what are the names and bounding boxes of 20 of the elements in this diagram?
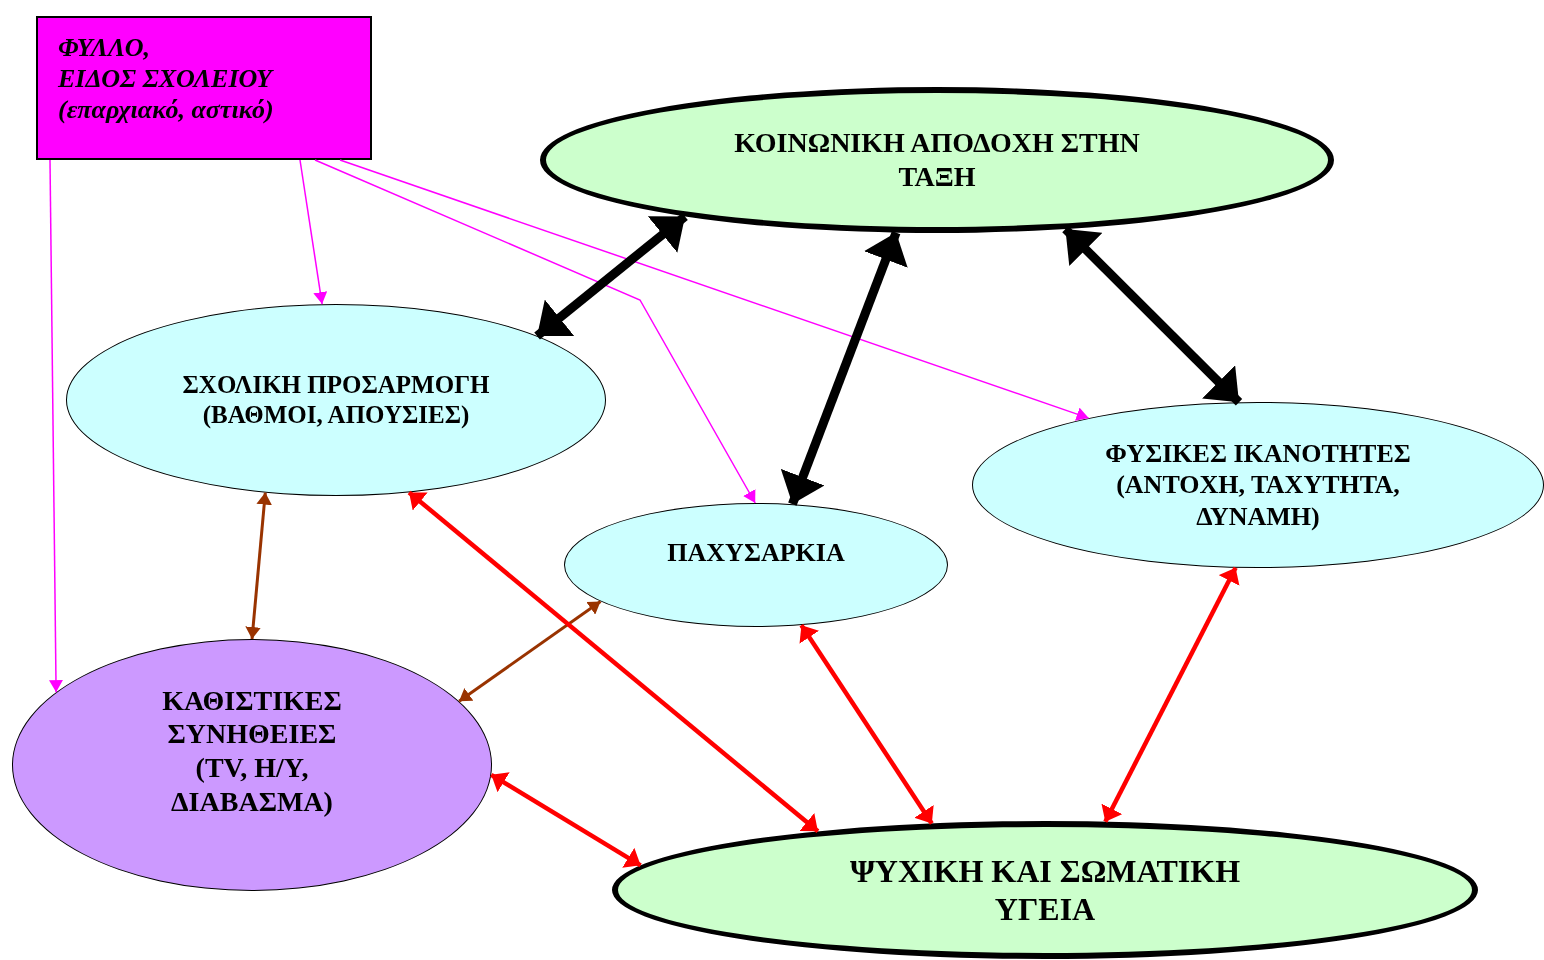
box-label: ΦΥΛΛΟ,: [58, 32, 150, 64]
arrow: [314, 159, 756, 504]
arrow: [48, 159, 63, 693]
arrow: [245, 492, 272, 640]
arrow: [534, 212, 688, 340]
arrow: [490, 772, 642, 868]
arrow: [407, 490, 820, 834]
arrow: [458, 600, 602, 703]
node-label: ΦΥΣΙΚΕΣ ΙΚΑΝΟΤΗΤΕΣ (ΑΝΤΟΧΗ, ΤΑΧΥΤΗΤΑ, ΔΥΝΑΜΗ): [1104, 438, 1412, 532]
node-label: ΠΑΧΥΣΑΡΚΙΑ: [667, 537, 845, 569]
arrow: [299, 159, 328, 305]
process-box: [36, 16, 372, 160]
arrow: [1101, 566, 1240, 823]
arrow: [780, 231, 908, 506]
node-label: ΚΟΙΝΩΝΙΚΗ ΑΠΟΔΟΧΗ ΣΤΗΝ ΤΑΞΗ: [733, 126, 1141, 194]
box-label: ΕΙΔΟΣ ΣΧΟΛΕΙΟΥ (επαρχιακό, αστικό): [58, 63, 275, 126]
node-label: ΨΥΧΙΚΗ ΚΑΙ ΣΩΜΑΤΙΚΗ ΥΓΕΙΑ: [848, 851, 1242, 929]
node-label: ΚΑΘΙΣΤΙΚΕΣ ΣΥΝΗΘΕΙΕΣ (TV, Η/Υ, ΔΙΑΒΑΣΜΑ): [161, 683, 343, 819]
node-label: ΣΧΟΛΙΚΗ ΠΡΟΣΑΡΜΟΓΗ (ΒΑΘΜΟΙ, ΑΠΟΥΣΙΕΣ): [181, 370, 491, 430]
arrow: [339, 159, 1090, 421]
